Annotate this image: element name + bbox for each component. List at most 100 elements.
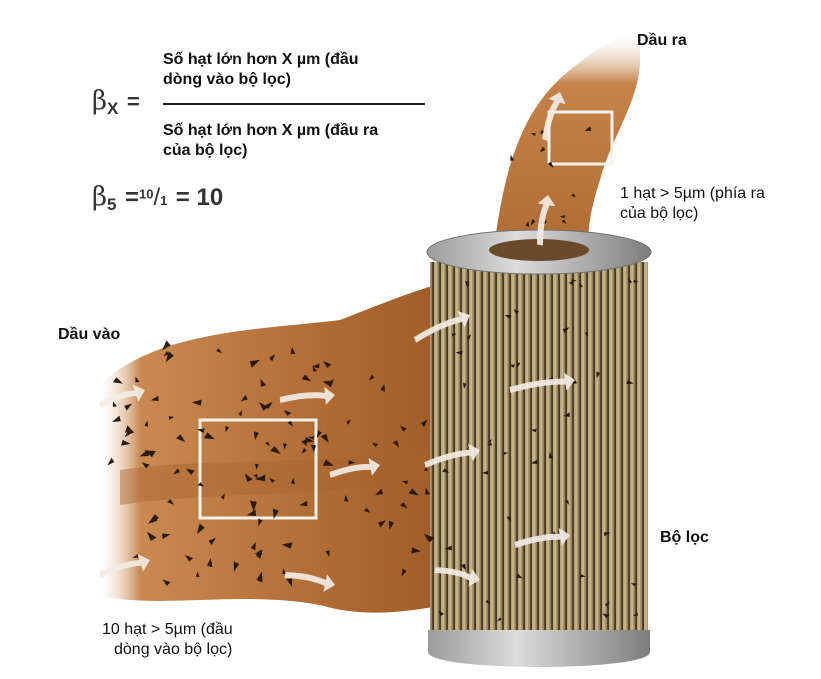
- filter-particle: [506, 516, 511, 523]
- particle: [270, 446, 281, 454]
- flow-arrow: [514, 527, 571, 548]
- filter-particle: [444, 545, 452, 551]
- inlet-count-label: 10 hạt > 5µm (đầu dòng vào bộ lọc): [102, 620, 233, 660]
- flow-arrow: [99, 384, 146, 408]
- filter-particle: [485, 599, 491, 604]
- particle: [299, 500, 308, 507]
- particle: [112, 377, 123, 384]
- particle: [282, 568, 287, 574]
- particle: [424, 465, 428, 472]
- beta5-result: = 10: [175, 184, 224, 211]
- outlet-count-line-2: của bộ lọc): [620, 205, 699, 222]
- flow-arrow: [329, 458, 381, 478]
- outlet-particle: [559, 215, 566, 219]
- outlet-particle: [584, 126, 592, 131]
- filter-particle: [579, 574, 586, 578]
- particle: [287, 420, 293, 427]
- particle: [132, 554, 139, 558]
- inlet-count-line-2: dòng vào bộ lọc): [114, 641, 233, 658]
- oil-out-label: Dầu ra: [637, 32, 687, 49]
- particle: [144, 420, 148, 427]
- filter-particle: [604, 532, 611, 537]
- particle: [325, 550, 330, 557]
- oil-in-label: Dầu vào: [58, 326, 121, 343]
- particle: [286, 578, 293, 587]
- flow-arrow: [537, 195, 556, 246]
- filter-particle: [442, 468, 450, 473]
- particle: [191, 399, 202, 406]
- particle: [322, 459, 335, 466]
- particle: [312, 366, 318, 372]
- beta-5-formula: β5 =10/1 = 10: [92, 182, 224, 214]
- particle: [290, 347, 296, 354]
- outlet-particle: [547, 161, 554, 168]
- particle: [249, 500, 257, 512]
- denominator-line-2: của bộ lọc): [163, 142, 248, 159]
- particle: [197, 428, 205, 433]
- filter-particle: [455, 350, 463, 355]
- filter-particle: [515, 573, 523, 579]
- flow-arrow: [284, 572, 336, 592]
- filter-particle: [626, 379, 634, 385]
- filter-particle: [633, 279, 639, 283]
- numerator-line-2: dòng vào bộ lọc): [163, 71, 291, 88]
- particle: [258, 518, 263, 527]
- outlet-particle: [530, 218, 536, 226]
- filter-particle: [531, 459, 538, 465]
- outlet-particle: [525, 220, 530, 227]
- particle: [260, 378, 267, 387]
- particle: [139, 449, 149, 457]
- flow-arrow-layer: [99, 92, 576, 592]
- particle: [150, 395, 159, 402]
- filter-particle: [572, 377, 578, 384]
- particle: [320, 433, 329, 443]
- particle: [281, 542, 293, 549]
- particle: [308, 436, 315, 440]
- particle: [185, 554, 194, 562]
- filter-particle: [487, 443, 492, 446]
- particle: [408, 488, 419, 496]
- particle: [283, 443, 287, 450]
- particle: [196, 523, 205, 535]
- outlet-particle: [539, 146, 546, 153]
- particle: [249, 359, 261, 368]
- particle: [380, 383, 385, 392]
- beta-x-symbol: βX =: [92, 86, 140, 118]
- equals-sign: =: [126, 89, 140, 114]
- particle: [162, 340, 171, 351]
- flow-arrow: [424, 443, 480, 468]
- particle: [301, 447, 307, 454]
- particle: [283, 410, 292, 416]
- filter-particle: [463, 382, 467, 389]
- filter-top-inner: [489, 239, 589, 261]
- filter-label: Bộ lọc: [660, 529, 709, 546]
- particle: [173, 468, 180, 475]
- filter-particle: [488, 439, 493, 444]
- flow-arrow: [509, 372, 576, 393]
- filter-particle: [596, 371, 601, 379]
- filter-particle: [568, 282, 574, 285]
- particle: [162, 579, 171, 586]
- filter-particle: [504, 315, 512, 319]
- particle: [304, 437, 315, 444]
- particle: [400, 425, 407, 432]
- particle: [348, 460, 356, 465]
- filter-bottom-cap: [428, 630, 650, 667]
- particle: [301, 374, 312, 382]
- filter-particle: [633, 612, 639, 616]
- numerator-line-1: Số hạt lớn hơn X µm (đầu: [163, 51, 359, 68]
- particle: [240, 394, 248, 402]
- particle: [207, 558, 213, 568]
- particle: [401, 568, 407, 577]
- filter-particle: [517, 362, 521, 368]
- filter-particle: [437, 610, 445, 617]
- particle: [363, 507, 371, 513]
- filter-particle: [460, 563, 466, 571]
- filter-particle: [628, 278, 633, 284]
- particle: [196, 571, 200, 577]
- particle: [388, 520, 394, 530]
- particle: [124, 425, 131, 433]
- particle: [392, 440, 399, 448]
